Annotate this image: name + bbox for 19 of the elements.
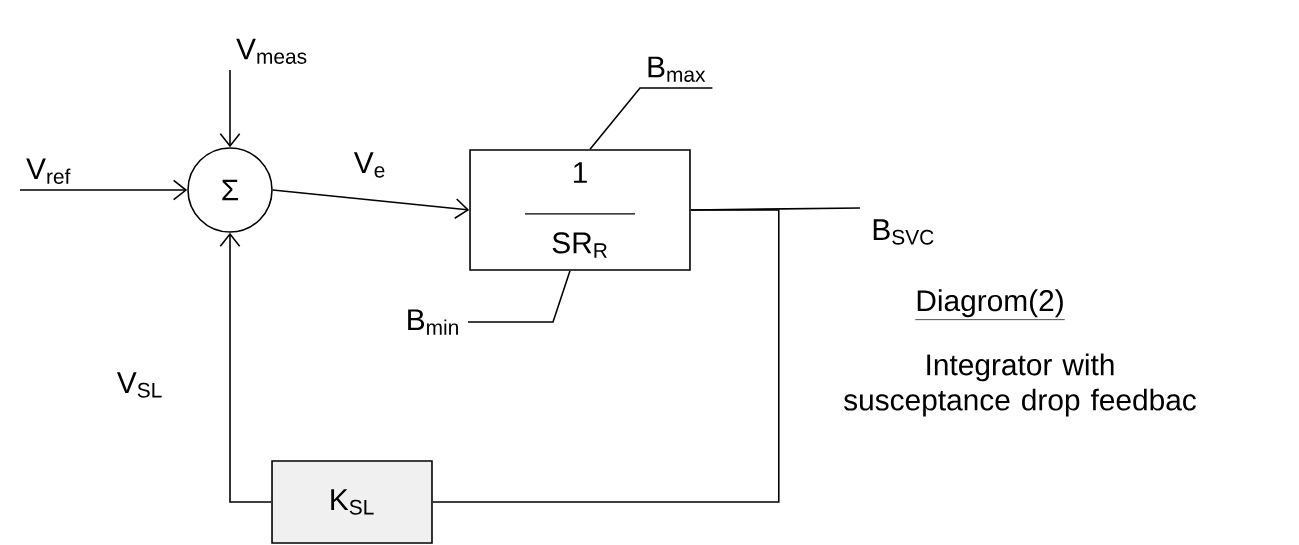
signal-label: V$_{meas}$ [236,38,307,64]
arrow [19,179,188,201]
gain-block: K$_{SL}$ [271,460,433,544]
edge-label: V$_{SL}$ [113,368,167,402]
arrow [272,189,470,220]
edge-label: V$_{e}$ [350,148,390,182]
transfer-function-block: 1 SR$_{R}$ [469,149,691,271]
diagram-heading: Diagrom(2) [914,289,1066,320]
leader-line [589,87,714,150]
signal-label: B$_{SVC}$ [873,219,934,245]
leader-line [467,270,571,323]
limit-label: B$_{max}$ [648,56,706,82]
summing-junction: Σ [187,147,273,233]
connector-line [432,209,780,503]
arrow [219,69,241,148]
limit-label: B$_{min}$ [408,309,458,335]
signal-label: V$_{ref}$ [26,158,71,184]
arrow [219,232,273,503]
caption: Integrator with susceptance drop feedbac [844,353,1196,417]
